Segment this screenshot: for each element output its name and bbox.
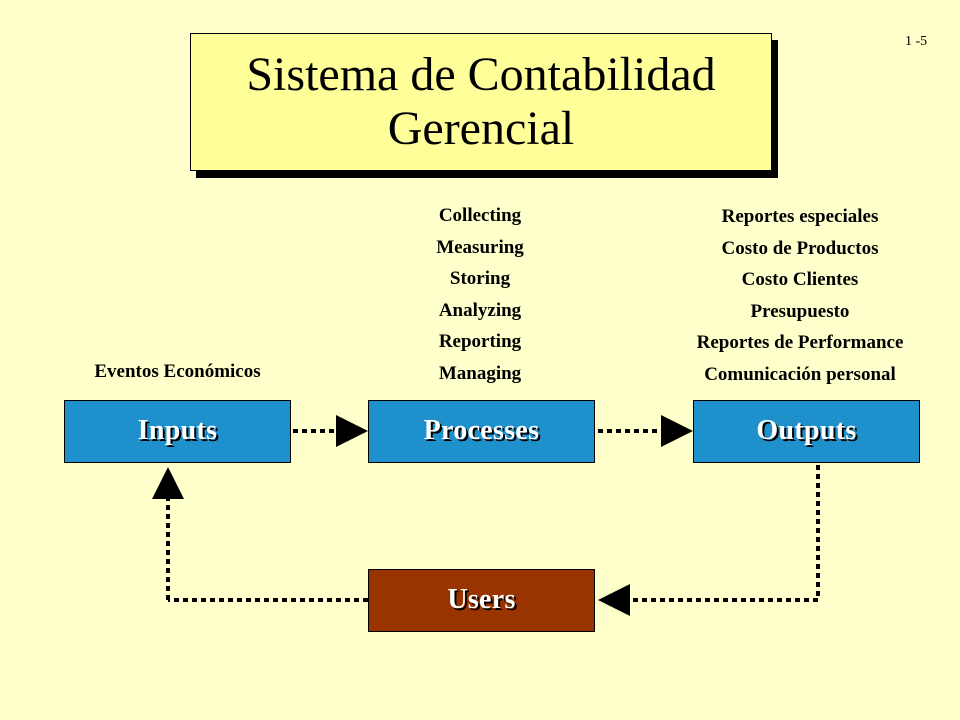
process-item: Managing	[438, 362, 522, 384]
process-item: Reporting	[438, 331, 522, 352]
output-item: Reportes especiales	[721, 206, 879, 227]
outputs-box-label: Outputs	[756, 415, 857, 446]
processes-box: Processes	[368, 400, 595, 463]
users-box: Users	[368, 569, 595, 632]
title-line-2: Gerencial	[387, 102, 575, 155]
process-item: Measuring	[436, 236, 524, 258]
slide-number: 1 -5	[905, 34, 928, 49]
title-line-1: Sistema de Contabilidad	[246, 48, 716, 101]
processes-box-label: Processes	[423, 415, 540, 446]
outputs-box: Outputs	[693, 400, 920, 463]
inputs-box: Inputs	[64, 400, 291, 463]
processes-list: Collecting Measuring Storing Analyzing R…	[380, 200, 580, 389]
process-item: Analyzing	[438, 299, 522, 321]
outputs-list: Reportes especiales Costo de Productos C…	[630, 201, 960, 390]
output-item: Presupuesto	[750, 300, 850, 322]
output-item: Costo Clientes	[741, 269, 859, 290]
title-box: Sistema de Contabilidad Gerencial	[190, 33, 772, 171]
inputs-label: Eventos Económicos	[94, 361, 261, 382]
process-item: Storing	[449, 268, 511, 289]
output-item: Comunicación personal	[704, 363, 896, 385]
output-item: Costo de Productos	[721, 237, 879, 259]
output-item: Reportes de Performance	[696, 332, 904, 353]
inputs-box-label: Inputs	[137, 415, 218, 446]
users-box-label: Users	[447, 584, 516, 615]
process-item: Collecting	[438, 205, 522, 226]
